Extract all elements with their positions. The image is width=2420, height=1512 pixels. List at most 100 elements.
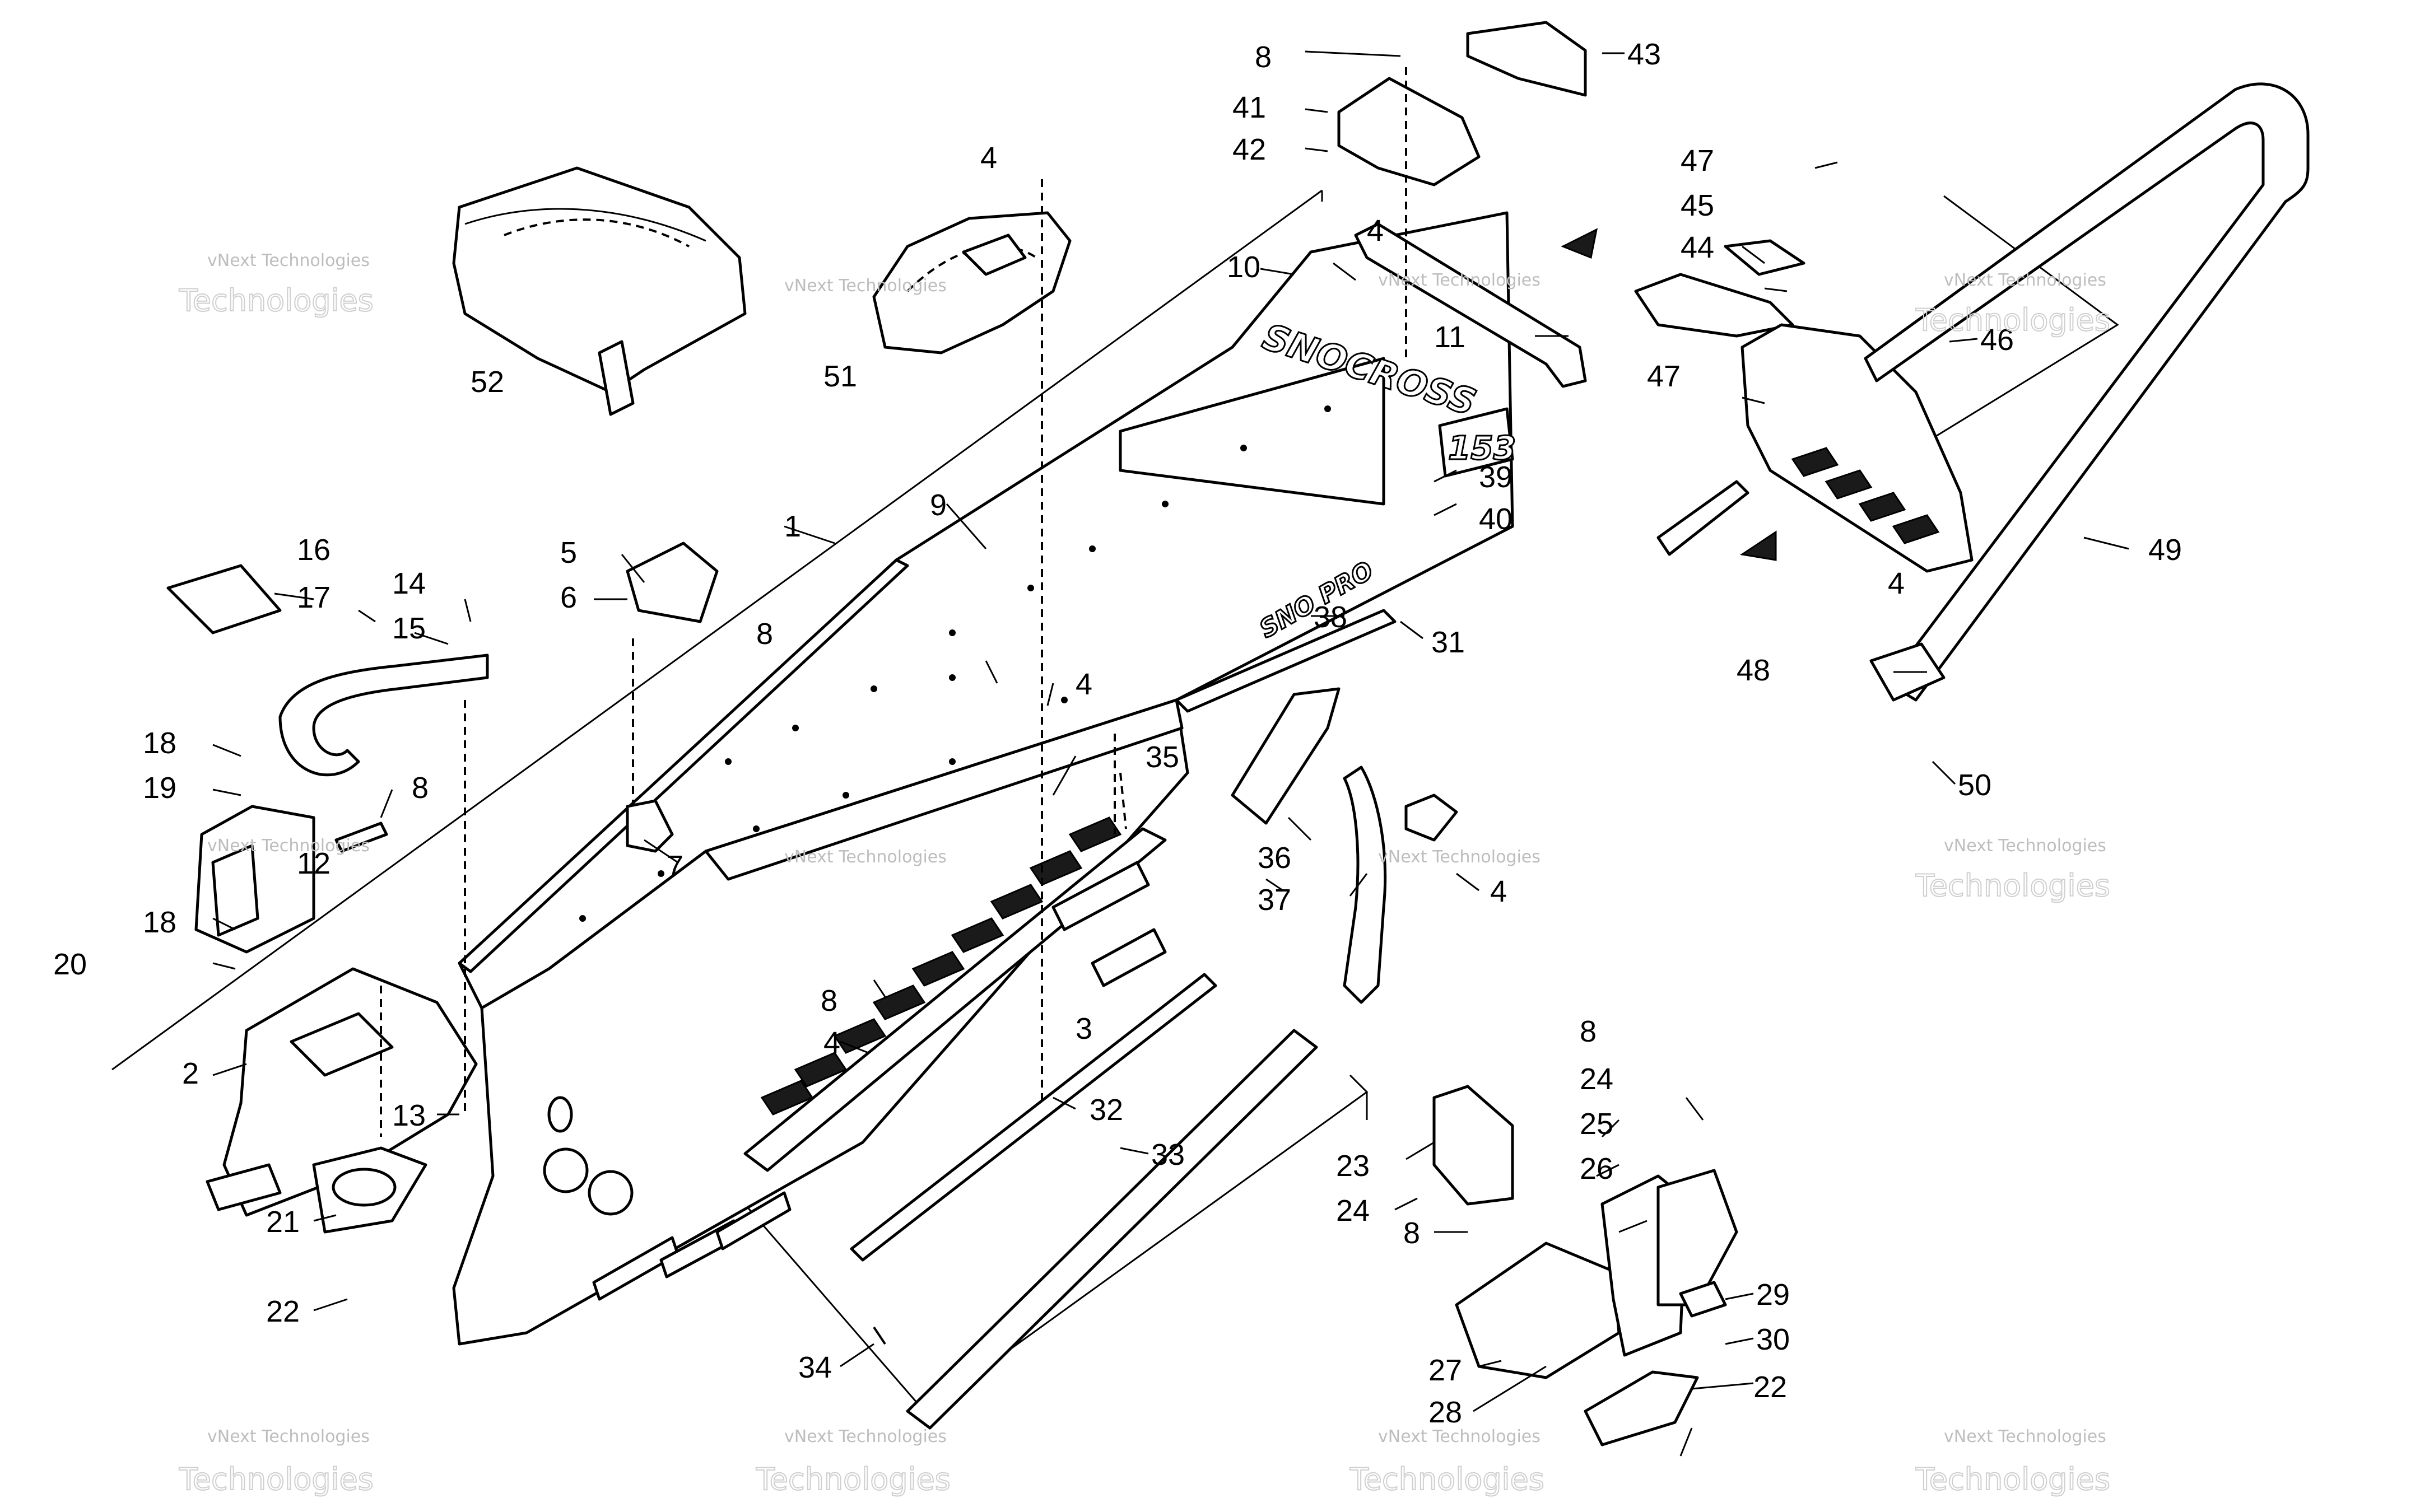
bracket-42-body	[1337, 77, 1481, 186]
callout-8-rear-mid: 8	[1403, 1216, 1420, 1250]
grab-handle-15	[166, 564, 489, 954]
callout-34: 34	[798, 1351, 832, 1384]
rear-trim-rail-32	[850, 973, 1217, 1262]
callout-42: 42	[1232, 133, 1266, 166]
callout-18-bottom: 18	[143, 906, 176, 939]
watermark-outline: Technologies	[756, 1462, 951, 1497]
callout-8-left: 8	[412, 771, 429, 805]
callout-10: 10	[1227, 250, 1260, 284]
vent-grille-18	[211, 844, 259, 937]
decal-45	[1724, 239, 1805, 276]
callout-48: 48	[1737, 654, 1770, 687]
footrest-21	[312, 1146, 427, 1234]
callout-18-top: 18	[143, 726, 176, 760]
callout-4-strap: 4	[1490, 875, 1507, 908]
callout-6: 6	[560, 581, 577, 614]
watermark-text: vNext Technologies	[1944, 836, 2106, 856]
callout-4-rail: 4	[1076, 668, 1092, 701]
panel-23	[1432, 1085, 1514, 1206]
watermark-layer: vNext Technologies Technologies vNext Te…	[178, 251, 2111, 1497]
clip-7	[626, 799, 674, 853]
callout-20: 20	[53, 948, 87, 981]
watermark-text: vNext Technologies	[207, 836, 370, 856]
callout-19: 19	[143, 771, 176, 805]
watermark-text: vNext Technologies	[784, 1427, 947, 1446]
rear-panel-assembly	[1432, 1085, 1738, 1446]
callout-8-top: 8	[1255, 40, 1272, 74]
watermark-outline: Technologies	[1915, 1462, 2110, 1497]
tunnel-left-rail	[458, 558, 909, 973]
callout-12: 12	[297, 847, 331, 880]
panel-27	[1455, 1242, 1621, 1379]
callout-31: 31	[1431, 626, 1465, 659]
callout-8-board: 8	[821, 984, 837, 1018]
callout-leaders	[212, 50, 2129, 1457]
callout-8-rear-top: 8	[1580, 1015, 1597, 1048]
callout-32: 32	[1090, 1093, 1123, 1127]
track-length-decal: 153	[1448, 429, 1516, 467]
reflector-6	[626, 542, 719, 623]
bracket-43	[1466, 21, 1587, 97]
callout-11: 11	[1434, 320, 1465, 354]
callout-47-top: 47	[1681, 144, 1714, 178]
tunnel-left-side	[452, 698, 1189, 1346]
watermark-text: vNext Technologies	[207, 251, 370, 270]
callout-2: 2	[182, 1057, 199, 1090]
flap-cleats	[1791, 447, 1940, 544]
trim-31	[1175, 609, 1397, 713]
watermark-text: vNext Technologies	[784, 847, 947, 867]
callout-43: 43	[1627, 38, 1661, 71]
flap-44	[1634, 273, 1794, 338]
cap-29	[1679, 1281, 1727, 1318]
watermark-outline: Technologies	[1915, 868, 2110, 903]
callout-22-right: 22	[1753, 1370, 1787, 1404]
callout-labels: 1 2 3 4 4 4 4 4 4 5 6 7 8 8 8 8 8 8 9 10…	[53, 38, 2182, 1429]
footrest-21-slot	[332, 1168, 397, 1207]
callout-4-bumper: 4	[1888, 567, 1905, 600]
track-length-decal-panel	[1438, 407, 1514, 478]
callout-38: 38	[1314, 600, 1347, 634]
side-bar-33	[906, 1029, 1318, 1430]
callout-52: 52	[471, 365, 504, 399]
bag-52-strap	[598, 340, 635, 416]
callout-39: 39	[1479, 460, 1513, 494]
grille-26	[1656, 1169, 1738, 1306]
callout-4-deck: 4	[1367, 214, 1384, 248]
callout-16: 16	[297, 533, 331, 567]
watermark-outline: Technologies	[1915, 302, 2110, 338]
callout-8-deck: 8	[756, 617, 773, 651]
watermark-text: vNext Technologies	[1378, 1427, 1541, 1446]
callout-22-left: 22	[266, 1295, 300, 1328]
grab-handle-body	[278, 654, 489, 777]
callout-9: 9	[930, 488, 947, 522]
running-board-bracket	[1091, 928, 1167, 987]
callout-1: 1	[784, 510, 801, 543]
callout-35: 35	[1146, 740, 1179, 774]
callout-45: 45	[1681, 189, 1714, 222]
tunnel-right-rail	[704, 698, 1184, 881]
support-36	[1231, 687, 1341, 825]
direction-arrows	[1561, 228, 1777, 561]
callout-51: 51	[823, 360, 857, 393]
callout-47-mid: 47	[1647, 360, 1681, 393]
bolt-34	[873, 1326, 886, 1345]
callout-29: 29	[1756, 1278, 1790, 1312]
callout-4-board: 4	[823, 1026, 840, 1060]
bag-52-body	[452, 166, 747, 394]
callout-40: 40	[1479, 502, 1513, 536]
snow-flap-assembly	[1634, 239, 1974, 573]
tunnel-side-hole	[547, 1096, 573, 1133]
callout-44: 44	[1681, 231, 1714, 264]
spring-12	[334, 822, 388, 853]
watermark-text: vNext Technologies	[784, 276, 947, 296]
footrest-30	[1584, 1370, 1699, 1446]
rear-bracket-42	[1337, 21, 1587, 186]
bracket-2-foot	[206, 1163, 282, 1211]
callout-4-top: 4	[980, 141, 997, 175]
watermark-text: vNext Technologies	[1378, 270, 1541, 290]
callout-36: 36	[1258, 841, 1291, 875]
callout-17: 17	[297, 581, 331, 614]
arrow-marker	[1740, 530, 1777, 561]
plate-35	[1051, 861, 1150, 931]
